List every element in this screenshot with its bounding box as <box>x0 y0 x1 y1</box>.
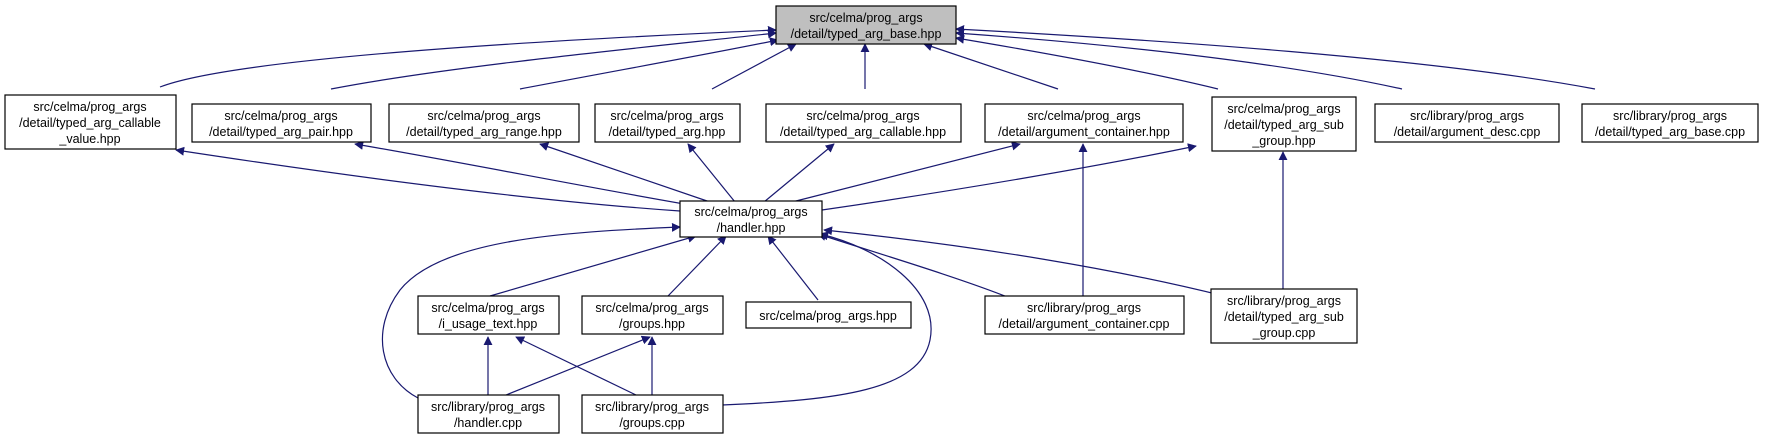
edges <box>159 24 1596 406</box>
node-label-line: src/celma/prog_args <box>427 109 540 123</box>
node-i-usage-text-hpp[interactable]: src/celma/prog_args /i_usage_text.hpp <box>417 295 560 335</box>
node-typed-arg-base-hpp[interactable]: src/celma/prog_args /detail/typed_arg_ba… <box>775 5 957 45</box>
node-label-line: /detail/typed_arg_sub <box>1224 310 1344 324</box>
edge-prog-args-hpp-to-handler <box>767 235 819 301</box>
node-label-line: src/library/prog_args <box>1027 301 1141 315</box>
node-label-line: _group.cpp <box>1252 326 1316 340</box>
edge-sub-group-to-root <box>955 34 1219 90</box>
node-label-line: src/library/prog_args <box>595 400 709 414</box>
edge-handler-to-argument-container <box>791 141 1021 203</box>
node-label-line: src/library/prog_args <box>1410 109 1524 123</box>
node-label-line: src/celma/prog_args <box>610 109 723 123</box>
node-label-line: /detail/typed_arg_range.hpp <box>406 125 562 139</box>
node-label-line: /detail/typed_arg_sub <box>1224 118 1344 132</box>
node-label-line: _group.hpp <box>1251 134 1315 148</box>
node-label-line: /detail/typed_arg_callable.hpp <box>780 125 946 139</box>
edge-handler-cpp-to-groups-hpp <box>505 335 651 396</box>
edge-handler-cpp-to-handler <box>381 222 681 399</box>
node-label-line: /detail/typed_arg_pair.hpp <box>209 125 353 139</box>
edge-argument-container-to-root <box>923 42 1059 90</box>
node-typed-arg-hpp[interactable]: src/celma/prog_args /detail/typed_arg.hp… <box>594 103 741 143</box>
edge-handler-to-typed-arg <box>687 143 736 203</box>
node-label-line: src/celma/prog_args <box>224 109 337 123</box>
edge-handler-to-callable <box>763 143 835 203</box>
node-label-line: /i_usage_text.hpp <box>439 317 538 331</box>
edge-groups-hpp-to-handler <box>667 235 727 297</box>
node-label-line: /detail/typed_arg.hpp <box>609 125 726 139</box>
node-label-line: /detail/typed_arg_base.hpp <box>791 27 942 41</box>
node-typed-arg-sub-group-hpp[interactable]: src/celma/prog_args /detail/typed_arg_su… <box>1211 96 1357 152</box>
edge-typed-arg-to-root <box>711 43 797 90</box>
node-label-line: /detail/argument_container.cpp <box>999 317 1170 331</box>
node-label-line: /handler.hpp <box>717 221 786 235</box>
node-label-line: src/celma/prog_args <box>33 100 146 114</box>
node-groups-cpp[interactable]: src/library/prog_args /groups.cpp <box>581 394 724 434</box>
edge-i-usage-text-to-handler <box>489 233 697 297</box>
edge-pair-to-root <box>330 29 777 90</box>
node-handler-cpp[interactable]: src/library/prog_args /handler.cpp <box>417 394 560 434</box>
edge-typed-arg-base-cpp-to-root <box>955 24 1596 90</box>
edge-range-to-root <box>519 37 779 90</box>
node-label-line: /detail/typed_arg_callable <box>19 116 161 130</box>
edge-handler-to-callable-value <box>175 146 681 212</box>
edge-sub-group-cpp-to-handler <box>823 226 1225 297</box>
edge-groups-cpp-to-handler <box>721 231 932 406</box>
node-label-line: /groups.hpp <box>619 317 685 331</box>
node-typed-arg-callable-hpp[interactable]: src/celma/prog_args /detail/typed_arg_ca… <box>765 103 962 143</box>
node-prog-args-hpp[interactable]: src/celma/prog_args.hpp <box>745 301 912 329</box>
node-argument-container-hpp[interactable]: src/celma/prog_args /detail/argument_con… <box>984 103 1184 143</box>
node-label-line: src/library/prog_args <box>1227 294 1341 308</box>
node-argument-container-cpp[interactable]: src/library/prog_args /detail/argument_c… <box>984 295 1185 335</box>
edge-handler-to-sub-group <box>821 143 1197 211</box>
node-label-line: /detail/argument_desc.cpp <box>1394 125 1541 139</box>
node-label-line: /detail/argument_container.hpp <box>998 125 1170 139</box>
edge-callable-value-to-root <box>159 25 777 88</box>
node-label-line: src/celma/prog_args <box>809 11 922 25</box>
node-typed-arg-sub-group-cpp[interactable]: src/library/prog_args /detail/typed_arg_… <box>1210 288 1358 344</box>
node-label-line: src/celma/prog_args <box>431 301 544 315</box>
node-label-line: /handler.cpp <box>454 416 522 430</box>
edge-groups-cpp-to-i-usage-text <box>515 336 637 396</box>
node-typed-arg-range-hpp[interactable]: src/celma/prog_args /detail/typed_arg_ra… <box>388 103 580 143</box>
node-label-line: /detail/typed_arg_base.cpp <box>1595 125 1745 139</box>
node-argument-desc-cpp[interactable]: src/library/prog_args /detail/argument_d… <box>1374 103 1560 143</box>
node-label-line: src/celma/prog_args <box>1227 102 1340 116</box>
edge-argument-desc-cpp-to-root <box>955 29 1403 90</box>
node-label-line: src/celma/prog_args <box>595 301 708 315</box>
node-handler-hpp[interactable]: src/celma/prog_args /handler.hpp <box>679 200 823 238</box>
node-label-line: /groups.cpp <box>619 416 684 430</box>
node-label-line: src/library/prog_args <box>431 400 545 414</box>
node-label-line: src/celma/prog_args <box>806 109 919 123</box>
edge-argument-container-cpp-to-handler <box>817 232 1011 299</box>
node-label-line: src/library/prog_args <box>1613 109 1727 123</box>
nodes: src/celma/prog_args /detail/typed_arg_ba… <box>4 5 1759 434</box>
node-label-line: src/celma/prog_args.hpp <box>759 309 897 323</box>
node-typed-arg-base-cpp[interactable]: src/library/prog_args /detail/typed_arg_… <box>1581 103 1759 143</box>
node-label-line: _value.hpp <box>58 132 120 146</box>
node-typed-arg-callable-value-hpp[interactable]: src/celma/prog_args /detail/typed_arg_ca… <box>4 94 177 150</box>
node-label-line: src/celma/prog_args <box>1027 109 1140 123</box>
edge-handler-to-pair <box>354 140 691 206</box>
node-groups-hpp[interactable]: src/celma/prog_args /groups.hpp <box>581 295 724 335</box>
edge-handler-to-range <box>539 142 711 203</box>
node-typed-arg-pair-hpp[interactable]: src/celma/prog_args /detail/typed_arg_pa… <box>191 103 372 143</box>
node-label-line: src/celma/prog_args <box>694 205 807 219</box>
